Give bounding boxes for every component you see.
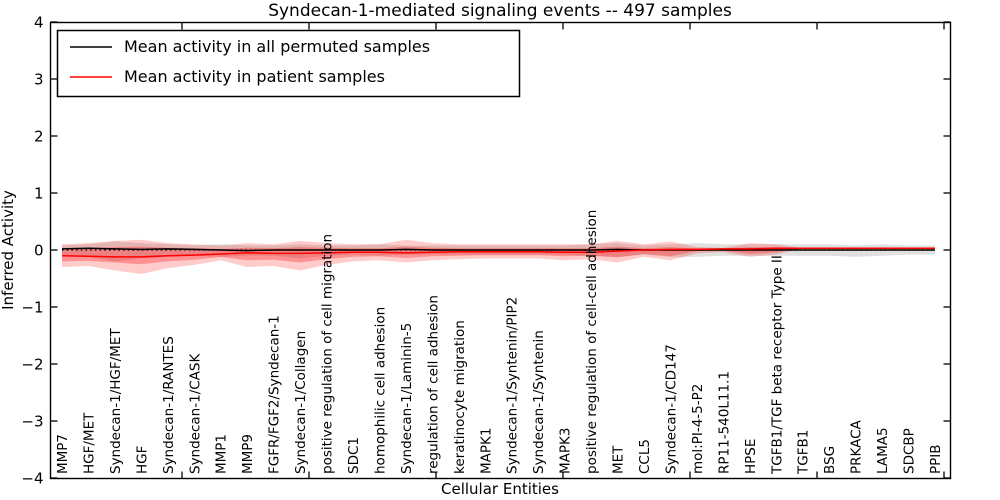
ytick-label: 2 <box>34 128 44 146</box>
line-series-0 <box>61 247 935 252</box>
x-category-label: RP11-540L11.1 <box>716 371 732 474</box>
ytick-label: 4 <box>34 14 44 32</box>
legend-label-permuted: Mean activity in all permuted samples <box>124 37 430 56</box>
legend-label-patient: Mean activity in patient samples <box>124 67 385 86</box>
x-category-label: MAPK3 <box>558 428 574 474</box>
ytick-label: 0 <box>34 242 44 260</box>
ytick-label: −3 <box>21 413 43 431</box>
ytick-label: 3 <box>34 71 44 89</box>
ytick-label: −4 <box>21 470 43 488</box>
x-axis-label: Cellular Entities <box>441 480 559 498</box>
x-category-label: positive regulation of cell-cell adhesio… <box>584 210 600 474</box>
x-category-label: MET <box>611 445 627 474</box>
x-category-label: Syndecan-1/RANTES <box>161 336 177 474</box>
x-category-label: Syndecan-1/Laminin-5 <box>399 323 415 474</box>
x-category-label: BSG <box>822 446 838 474</box>
x-category-label: SDCBP <box>902 428 918 474</box>
x-category-label: MMP7 <box>55 434 71 474</box>
mean-lines <box>61 247 935 258</box>
x-category-label: positive regulation of cell migration <box>320 234 336 474</box>
x-category-label: MMP9 <box>240 434 256 474</box>
x-category-label: Syndecan-1/Syntenin/PIP2 <box>505 297 521 474</box>
x-axis-ticks <box>181 22 945 479</box>
y-axis-label: Inferred Activity <box>0 190 17 310</box>
x-category-label: PRKACA <box>849 419 865 474</box>
x-category-label: Syndecan-1/Collagen <box>293 331 309 474</box>
ytick-label: −2 <box>21 356 43 374</box>
x-category-label: PPIB <box>928 444 944 474</box>
x-category-label: LAMA5 <box>875 427 891 474</box>
ytick-label: 1 <box>34 185 44 203</box>
x-category-label: Syndecan-1/Syntenin <box>531 330 547 474</box>
legend: Mean activity in all permuted samples Me… <box>56 29 521 98</box>
x-category-label: keratinocyte migration <box>452 320 468 474</box>
x-category-label: regulation of cell adhesion <box>425 295 441 474</box>
x-category-label: HGF/MET <box>81 412 97 474</box>
x-category-label: Syndecan-1/HGF/MET <box>108 328 124 474</box>
line-series-1 <box>61 247 935 258</box>
x-category-label: MMP1 <box>214 434 230 474</box>
x-category-label: HGF <box>134 446 150 474</box>
x-category-label: SDC1 <box>346 437 362 474</box>
legend-box <box>56 29 521 98</box>
x-category-label: Syndecan-1/CASK <box>187 353 203 474</box>
x-category-label: CCL5 <box>637 439 653 474</box>
x-category-label: TGFB1 <box>796 430 812 475</box>
ytick-label: −1 <box>21 299 43 317</box>
x-category-label: Syndecan-1/CD147 <box>663 344 679 474</box>
x-category-label: HPSE <box>743 439 759 474</box>
confidence-bands <box>62 239 935 274</box>
x-category-label: TGFB1/TGF beta receptor Type II <box>769 255 785 475</box>
y-axis-ticks: −4 −3 −2 −1 0 1 2 3 4 <box>21 14 951 488</box>
x-category-labels: MMP7 HGF/MET Syndecan-1/HGF/MET HGF Syndecan… <box>55 210 944 475</box>
x-category-label: MAPK1 <box>478 428 494 474</box>
x-category-label: FGFR/FGF2/Syndecan-1 <box>267 315 283 474</box>
x-category-label: mol:PI-4-5-P2 <box>690 384 706 474</box>
band-patient-samples-inner-range <box>62 246 935 265</box>
x-category-label: homophilic cell adhesion <box>372 307 388 474</box>
chart-title: Syndecan-1-mediated signaling events -- … <box>268 1 732 21</box>
